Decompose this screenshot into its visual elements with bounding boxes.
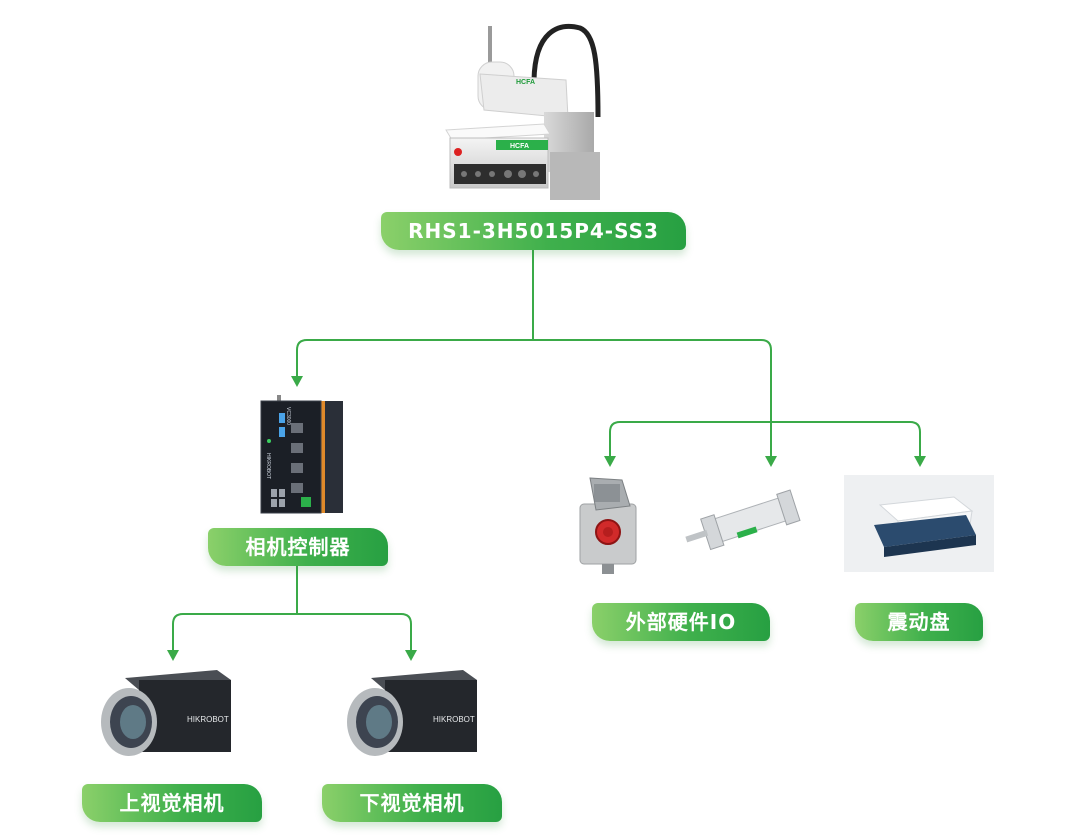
emergency-button-box-image bbox=[576, 474, 642, 578]
arrow-to-camera-controller bbox=[291, 376, 303, 387]
scara-robot-image: HCFA HCFA bbox=[440, 22, 620, 204]
robot-to-camera-controller-line bbox=[296, 339, 533, 378]
camera-controller-image: VC3000 HIKROBOT bbox=[257, 393, 345, 515]
lower-camera-image: HIKROBOT bbox=[343, 664, 481, 764]
arrow-to-upper-camera bbox=[167, 650, 179, 661]
robot-arm-brand-text: HCFA bbox=[516, 79, 535, 86]
lower-camera-label: 下视觉相机 bbox=[322, 784, 502, 822]
io-label: 外部硬件IO bbox=[592, 603, 770, 641]
arrow-to-io bbox=[765, 456, 777, 467]
arrow-to-lower-camera bbox=[405, 650, 417, 661]
robot-controller-brand-text: HCFA bbox=[510, 143, 529, 150]
camera-controller-label: 相机控制器 bbox=[208, 528, 388, 566]
controller-to-cameras-line bbox=[172, 613, 412, 652]
arrow-to-vibration-plate bbox=[914, 456, 926, 467]
lower-camera-brand-text: HIKROBOT bbox=[433, 715, 475, 724]
controller-brand-text: HIKROBOT bbox=[265, 453, 271, 479]
controller-model-text: VC3000 bbox=[285, 407, 291, 425]
upper-camera-image: HIKROBOT bbox=[97, 664, 235, 764]
vibration-plate-image bbox=[844, 475, 994, 572]
robot-to-io-line bbox=[533, 339, 772, 458]
upper-camera-brand-text: HIKROBOT bbox=[187, 715, 229, 724]
io-branch-line bbox=[609, 421, 921, 458]
upper-camera-label: 上视觉相机 bbox=[82, 784, 262, 822]
pneumatic-cylinder-image bbox=[684, 484, 816, 560]
robot-label: RHS1-3H5015P4-SS3 bbox=[381, 212, 686, 250]
arrow-to-io-button bbox=[604, 456, 616, 467]
vibration-plate-label: 震动盘 bbox=[855, 603, 983, 641]
